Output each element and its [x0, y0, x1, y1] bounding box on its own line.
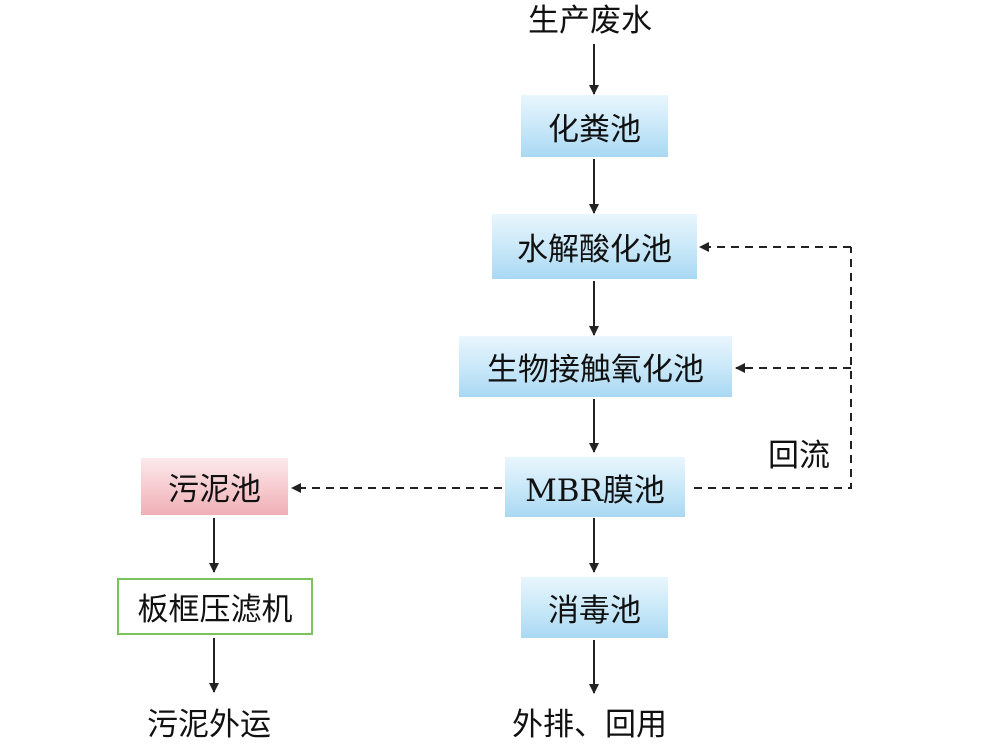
node-disinfection-tank: 消毒池 [521, 577, 668, 638]
node-mbr-tank: MBR膜池 [505, 457, 685, 517]
node-output: 外排、回用 [512, 707, 667, 743]
node-input: 生产废水 [528, 3, 652, 39]
node-sludge-tank: 污泥池 [141, 458, 288, 515]
label-recycle: 回流 [768, 438, 830, 474]
node-sludge-output: 污泥外运 [147, 707, 271, 743]
node-hydrolysis-tank: 水解酸化池 [492, 214, 697, 279]
node-filter-press: 板框压滤机 [117, 578, 313, 635]
recycle-loop-line [694, 247, 852, 489]
node-contact-oxidation-tank: 生物接触氧化池 [459, 336, 732, 397]
node-septic-tank: 化粪池 [521, 95, 668, 157]
